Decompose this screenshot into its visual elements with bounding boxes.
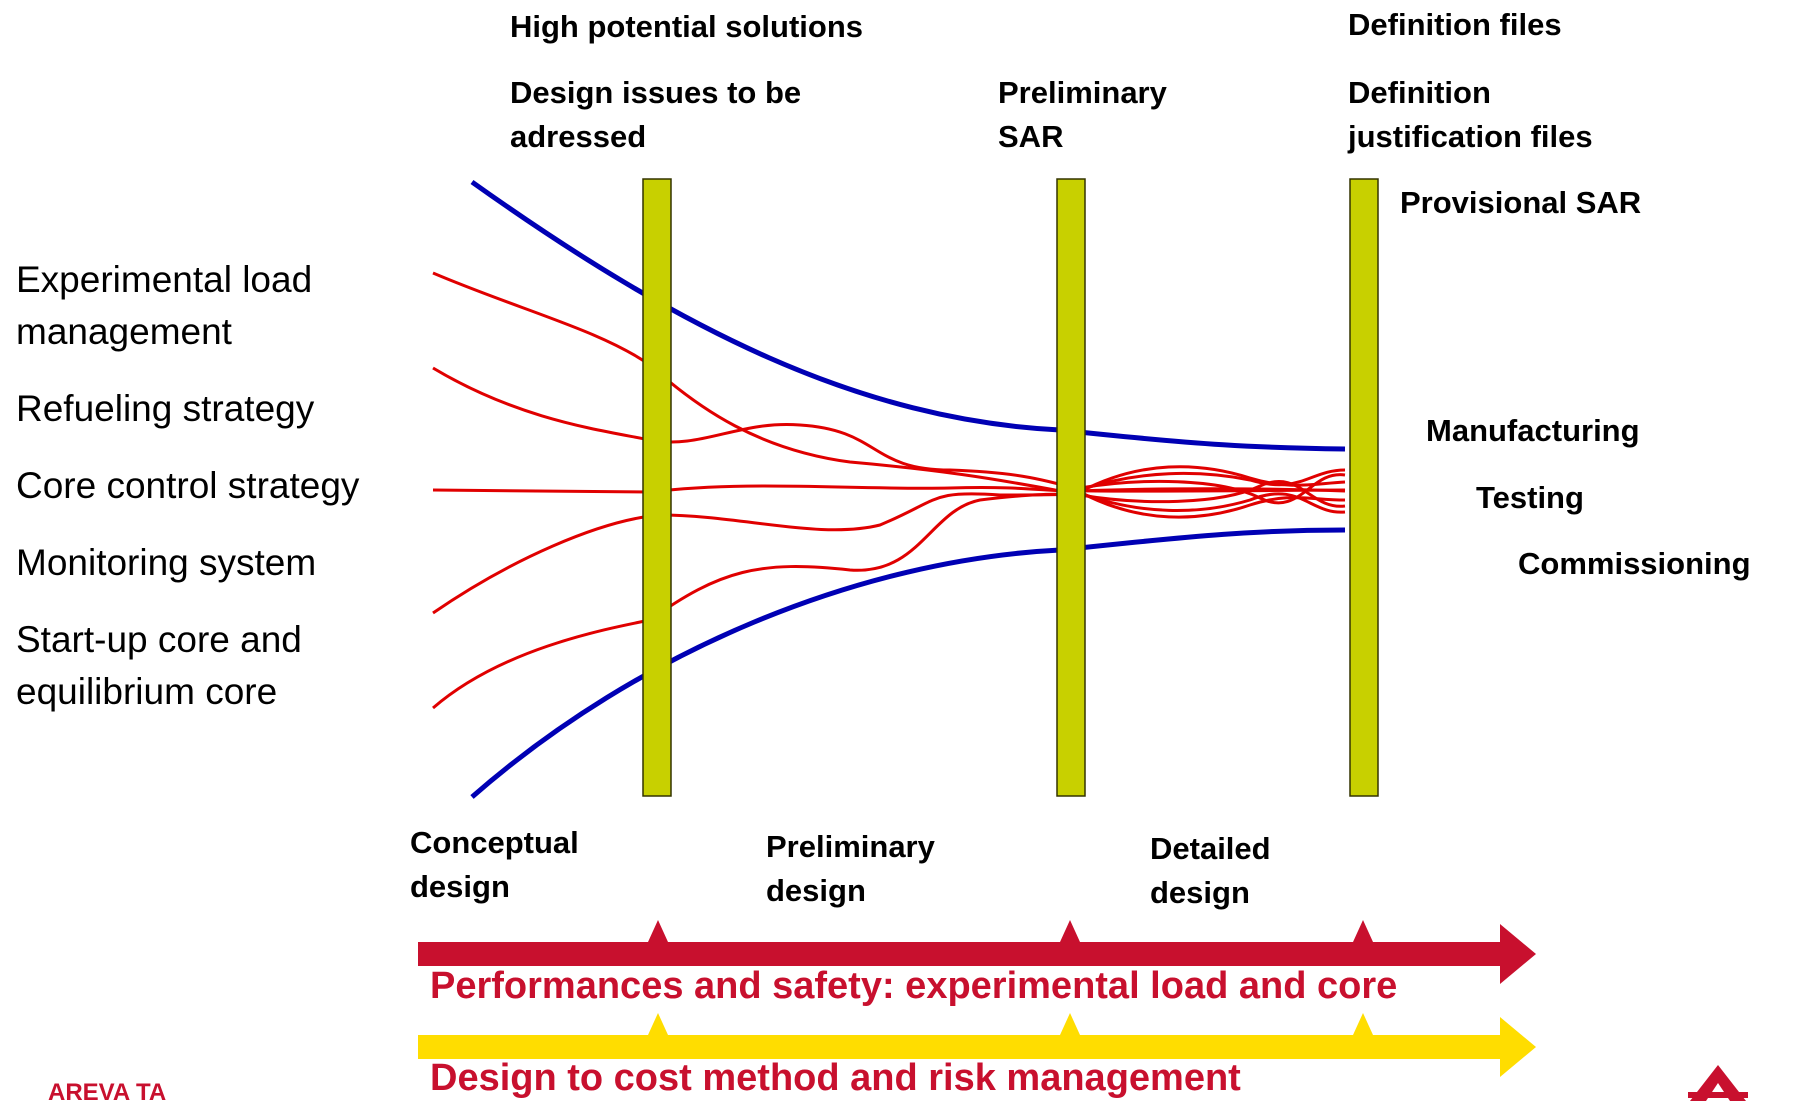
label-preliminary-sar-1: Preliminary bbox=[998, 75, 1167, 110]
label-commissioning: Commissioning bbox=[1518, 546, 1751, 581]
caption-cost: Design to cost method and risk managemen… bbox=[430, 1057, 1241, 1099]
label-manufacturing: Manufacturing bbox=[1426, 413, 1640, 448]
funnel-upper-boundary bbox=[470, 179, 1346, 452]
label-experimental-2: management bbox=[16, 311, 232, 352]
path-core-control bbox=[432, 484, 1081, 494]
label-preliminary-2: design bbox=[766, 873, 866, 908]
label-startup-1: Start-up core and bbox=[16, 619, 302, 660]
label-preliminary-1: Preliminary bbox=[766, 829, 935, 864]
label-refueling: Refueling strategy bbox=[16, 388, 315, 429]
caption-performance: Performances and safety: experimental lo… bbox=[430, 965, 1398, 1007]
path-refueling bbox=[432, 366, 1081, 492]
label-monitoring: Monitoring system bbox=[16, 542, 317, 583]
bundle-6 bbox=[1079, 465, 1346, 494]
performance-arrow bbox=[418, 920, 1536, 984]
gate-detailed bbox=[1349, 178, 1379, 797]
cost-arrow bbox=[418, 1013, 1536, 1077]
label-startup-2: equilibrium core bbox=[16, 671, 278, 712]
label-definition-files: Definition files bbox=[1348, 7, 1562, 42]
label-definition-just-1: Definition bbox=[1348, 75, 1491, 110]
label-detailed-1: Detailed bbox=[1150, 831, 1271, 866]
label-experimental-1: Experimental load bbox=[16, 259, 313, 300]
gate-conceptual bbox=[642, 178, 672, 797]
label-conceptual-2: design bbox=[410, 869, 510, 904]
path-monitoring bbox=[432, 492, 1081, 615]
bundle-1 bbox=[1079, 468, 1346, 492]
gate-preliminary bbox=[1056, 178, 1086, 797]
funnel-lower-boundary bbox=[470, 527, 1346, 799]
label-preliminary-sar-2: SAR bbox=[998, 119, 1064, 154]
bundle-2 bbox=[1079, 491, 1346, 514]
label-design-issues-1: Design issues to be bbox=[510, 75, 802, 110]
path-startup bbox=[432, 492, 1081, 710]
areva-logo-icon bbox=[1688, 1065, 1748, 1101]
label-provisional-sar: Provisional SAR bbox=[1400, 185, 1642, 220]
label-core-control: Core control strategy bbox=[16, 465, 360, 506]
label-design-issues-2: adressed bbox=[510, 119, 647, 154]
solution-paths bbox=[432, 271, 1346, 710]
label-testing: Testing bbox=[1476, 480, 1584, 515]
label-definition-just-2: justification files bbox=[1348, 119, 1593, 154]
bundle-7 bbox=[1079, 490, 1346, 519]
footer-company: AREVA TA bbox=[48, 1079, 167, 1106]
label-detailed-2: design bbox=[1150, 875, 1250, 910]
bundle-5 bbox=[1079, 487, 1346, 493]
label-conceptual-1: Conceptual bbox=[410, 825, 579, 860]
label-high-potential: High potential solutions bbox=[510, 9, 864, 44]
